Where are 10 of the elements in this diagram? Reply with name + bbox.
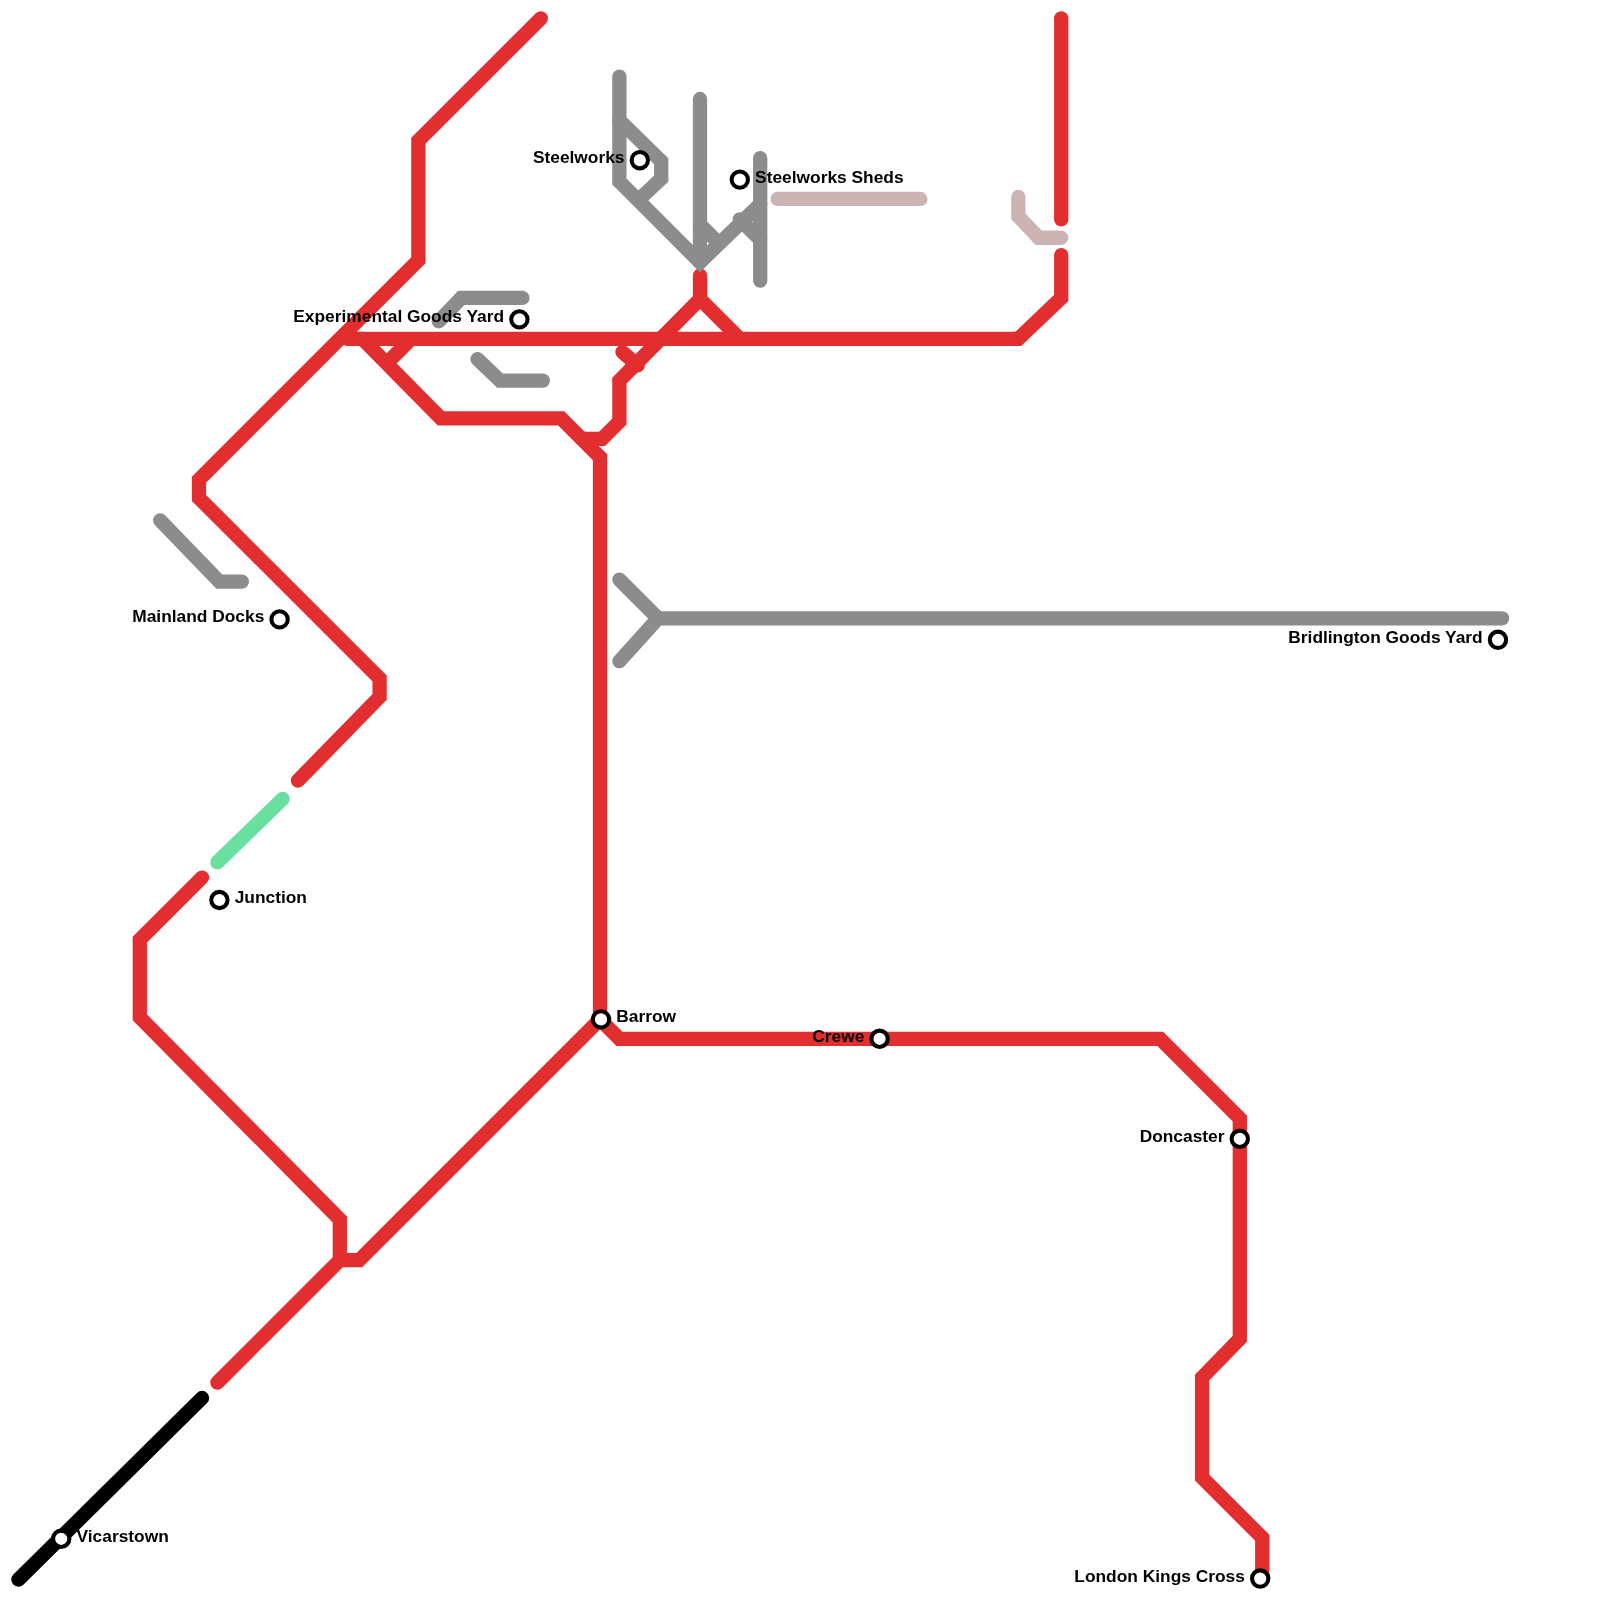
station-name: Crewe <box>812 1026 865 1047</box>
station-name: Barrow <box>616 1007 677 1028</box>
station-name: Junction <box>234 887 307 909</box>
station-name: Bridlington Goods Yard <box>1288 627 1483 648</box>
station-name: Steelworks Sheds <box>755 167 904 188</box>
station-name: Mainland Docks <box>132 607 265 628</box>
station-name: London Kings Cross <box>1074 1566 1245 1587</box>
station-name: Vicarstown <box>76 1526 169 1547</box>
station-name: Doncaster <box>1139 1126 1225 1147</box>
station-name: Steelworks <box>532 147 625 169</box>
